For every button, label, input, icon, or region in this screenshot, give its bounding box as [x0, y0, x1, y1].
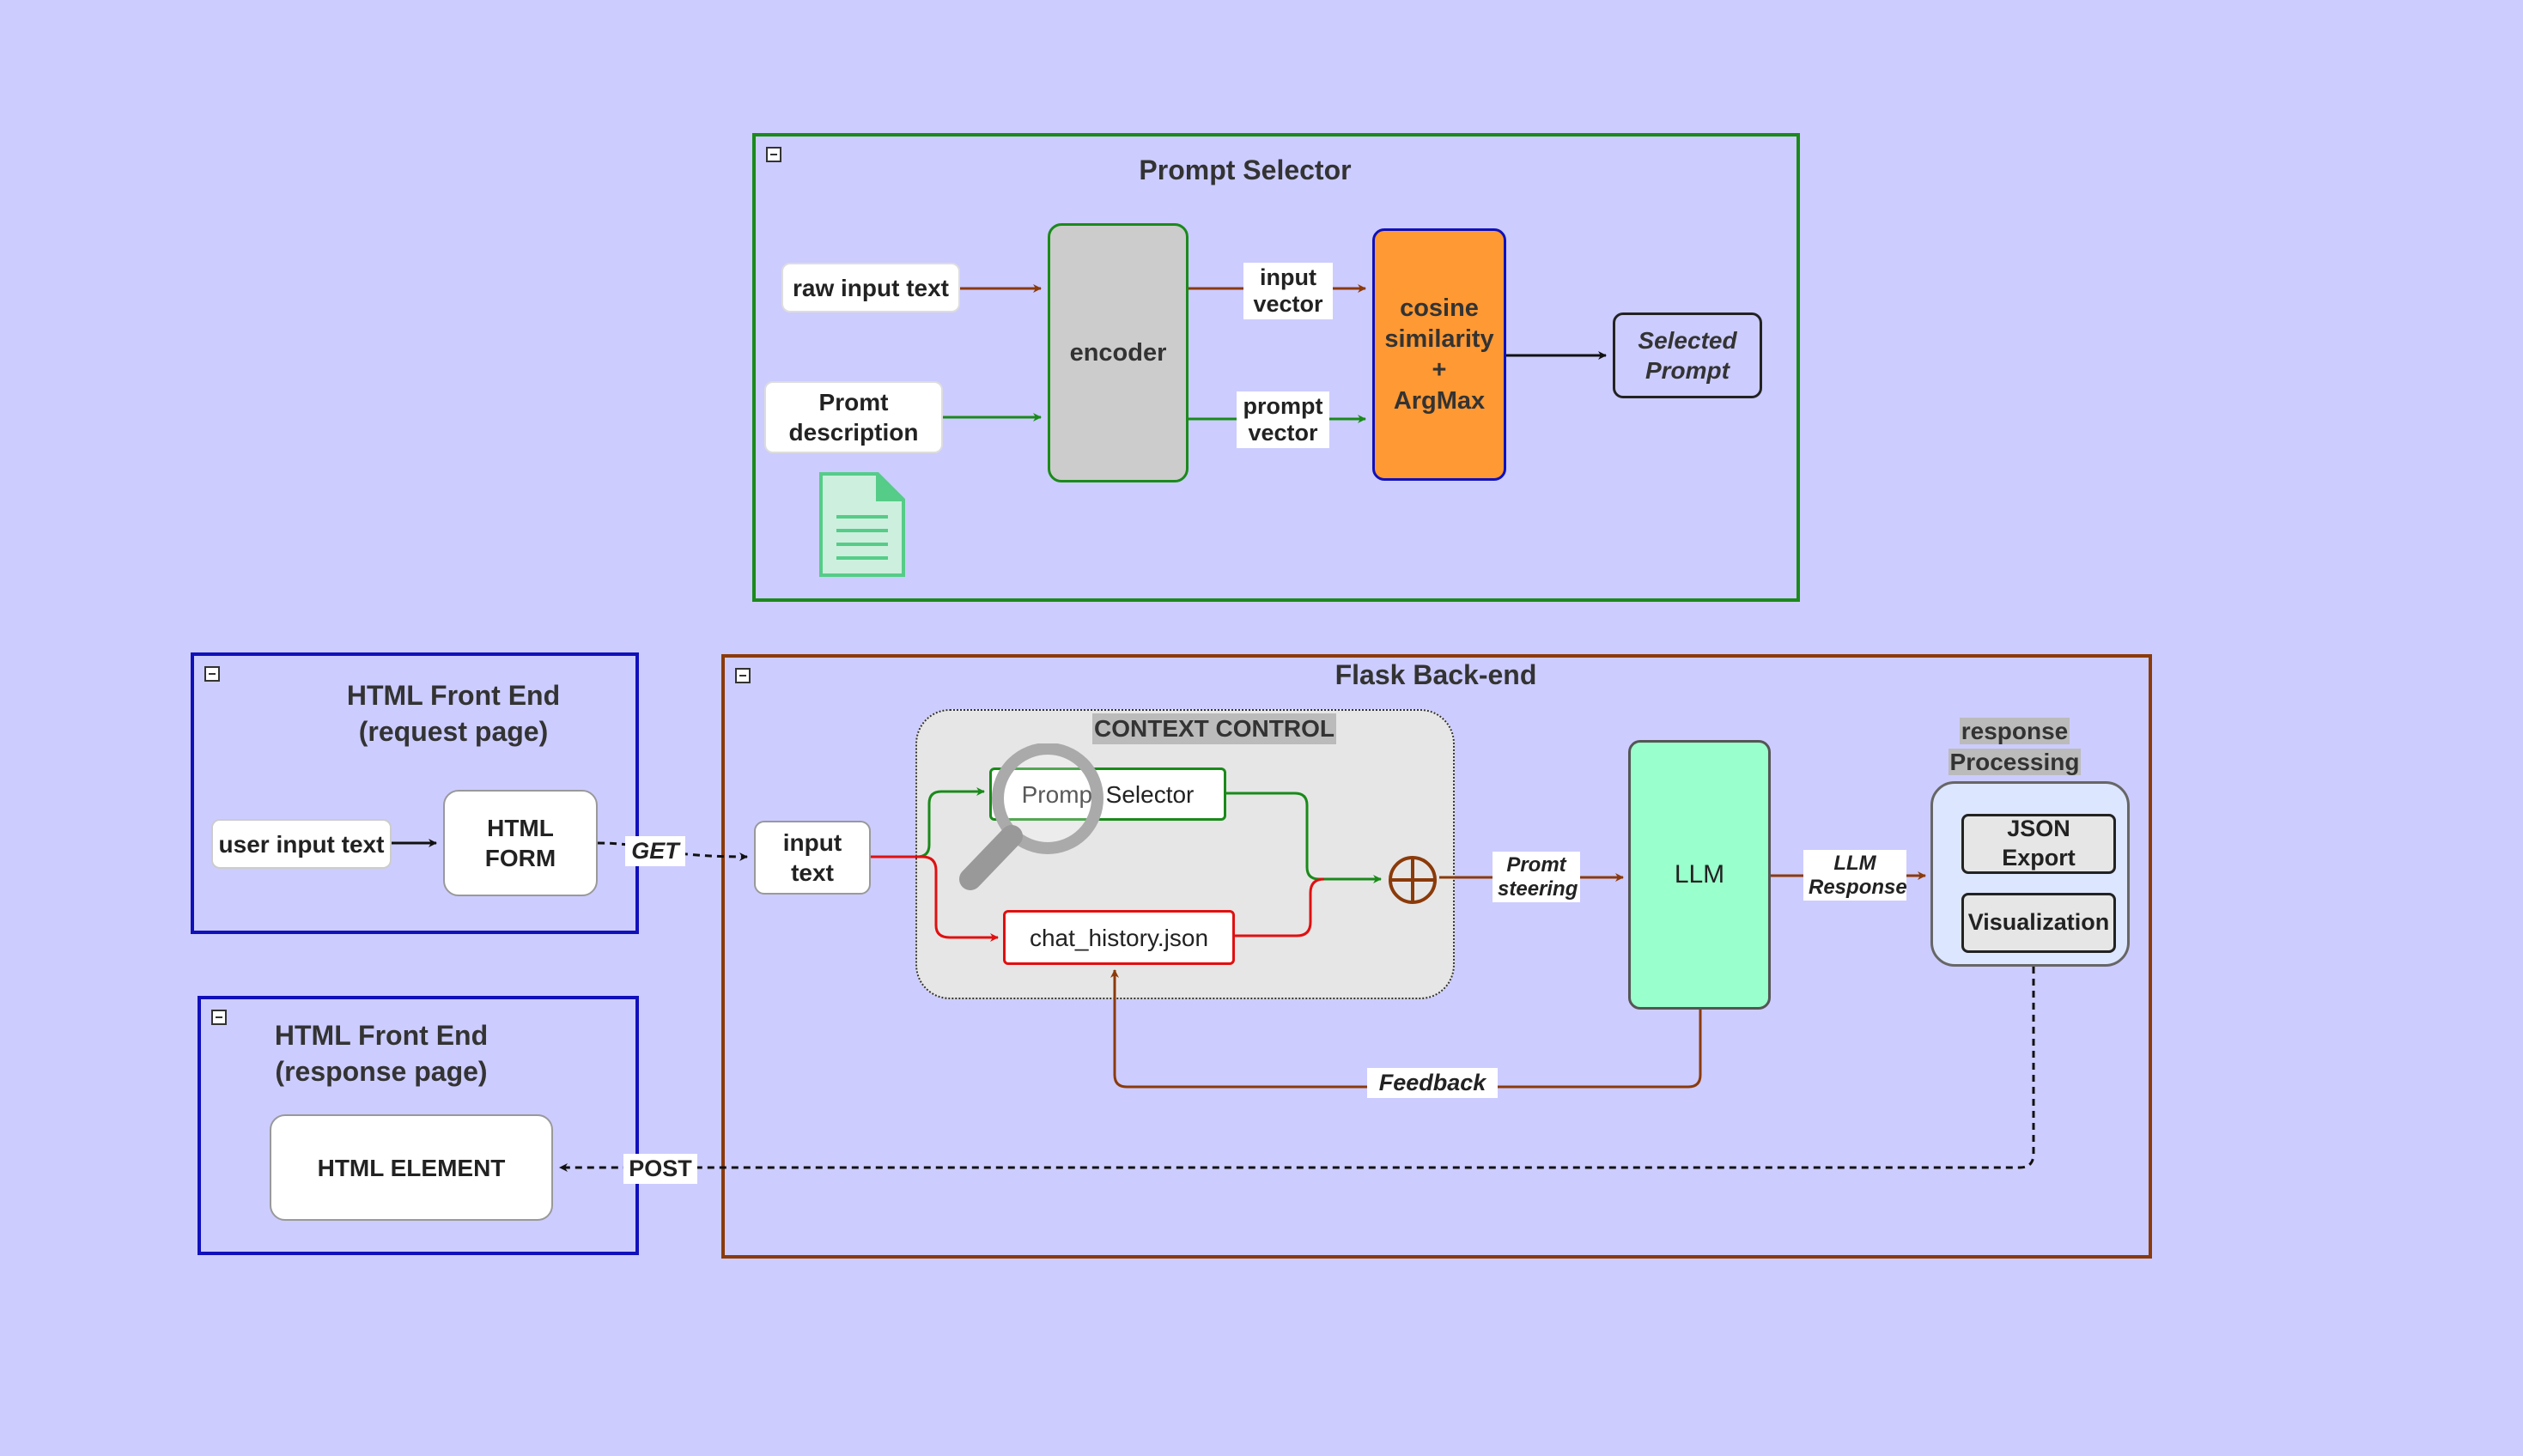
response-processing-label-2: Processing	[1948, 749, 2082, 775]
json-export-label-2: Export	[2002, 845, 2076, 871]
edge-input-to-prompt-selector	[871, 787, 985, 858]
promt-steering-label-1: Promt	[1506, 853, 1566, 877]
flask-backend-title: Flask Back-end	[1334, 659, 1537, 690]
input-text-label-1: input	[782, 829, 842, 856]
sum-operator-icon	[1389, 856, 1437, 904]
context-control-title: CONTEXT CONTROL	[1092, 713, 1336, 744]
cosine-label-2: similarity	[1384, 325, 1494, 353]
edge-input-to-chat-history	[871, 855, 999, 942]
frontend-response-title: HTML Front End (response page)	[244, 1018, 519, 1089]
frontend-response-title-1: HTML Front End	[274, 1020, 489, 1051]
promt-steering-label: Promt steering	[1493, 852, 1580, 903]
input-text-label-2: text	[791, 859, 834, 886]
prompt-selector-label: Prompt Selector	[1021, 780, 1195, 808]
llm-response-label: LLM Response	[1803, 850, 1907, 901]
prompt-vector-label-2: vector	[1248, 420, 1318, 446]
document-icon	[819, 472, 905, 577]
visualization-label: Visualization	[1967, 909, 2110, 936]
promt-steering-label-2: steering	[1498, 877, 1578, 901]
collapse-icon[interactable]	[735, 668, 751, 683]
cosine-label-4: ArgMax	[1393, 387, 1486, 416]
html-form-label-2: FORM	[484, 845, 556, 871]
prompt-description-label-2: description	[788, 419, 919, 446]
response-processing-label-1: response	[1959, 718, 2070, 744]
encoder-node: encoder	[1048, 223, 1189, 482]
collapse-icon[interactable]	[204, 666, 220, 682]
raw-input-text-node: raw input text	[781, 263, 960, 312]
prompt-description-label-1: Promt	[818, 389, 889, 416]
html-element-node[interactable]: HTML ELEMENT	[270, 1114, 553, 1221]
visualization-button[interactable]: Visualization	[1961, 893, 2116, 953]
prompt-vector-label-1: prompt	[1243, 393, 1323, 419]
prompt-selector-group	[752, 133, 1800, 602]
llm-label: LLM	[1674, 860, 1725, 889]
frontend-response-group	[198, 996, 639, 1255]
cosine-label-3: +	[1432, 356, 1447, 384]
input-vector-label-1: input	[1260, 264, 1316, 290]
collapse-icon[interactable]	[766, 147, 781, 162]
response-processing-title: response Processing	[1946, 716, 2083, 778]
input-text-node: input text	[754, 821, 871, 895]
chat-history-label: chat_history.json	[1029, 924, 1209, 951]
selected-prompt-label-1: Selected	[1638, 327, 1737, 354]
input-vector-label-2: vector	[1253, 291, 1323, 318]
frontend-request-group	[191, 652, 639, 934]
prompt-selector-node: Prompt Selector	[989, 767, 1226, 821]
cosine-label-1: cosine	[1400, 294, 1479, 322]
prompt-description-node: Promt description	[764, 381, 943, 453]
user-input-text-label: user input text	[218, 830, 385, 858]
post-label: POST	[623, 1154, 697, 1185]
input-vector-label: input vector	[1243, 263, 1333, 320]
raw-input-text-label: raw input text	[792, 274, 949, 301]
get-label: GET	[625, 836, 685, 867]
html-form-node[interactable]: HTML FORM	[443, 790, 598, 896]
prompt-vector-label: prompt vector	[1237, 391, 1329, 449]
frontend-request-title-1: HTML Front End	[346, 680, 561, 711]
chat-history-node: chat_history.json	[1003, 910, 1235, 965]
edge-prompt-selector-to-sum	[1226, 792, 1382, 883]
edge-chat-history-to-sum	[1235, 877, 1325, 937]
user-input-text-node: user input text	[211, 819, 392, 869]
encoder-label: encoder	[1069, 338, 1167, 367]
cosine-similarity-node: cosine similarity + ArgMax	[1372, 228, 1506, 481]
html-form-label-1: HTML	[487, 815, 554, 841]
llm-response-label-1: LLM	[1833, 852, 1876, 875]
llm-response-label-2: Response	[1809, 875, 1907, 899]
frontend-request-title-2: (request page)	[358, 715, 549, 747]
json-export-label-1: JSON	[2007, 816, 2070, 842]
frontend-request-title: HTML Front End (request page)	[316, 678, 591, 749]
search-icon	[959, 743, 1103, 890]
selected-prompt-label-2: Prompt	[1645, 357, 1730, 384]
flask-backend-group	[721, 654, 2152, 1259]
json-export-button[interactable]: JSON Export	[1961, 814, 2116, 874]
frontend-response-title-2: (response page)	[275, 1055, 488, 1087]
html-element-label: HTML ELEMENT	[317, 1154, 506, 1181]
feedback-label: Feedback	[1367, 1068, 1498, 1099]
collapse-icon[interactable]	[211, 1010, 227, 1025]
edge-post	[559, 967, 2035, 1172]
llm-node: LLM	[1628, 740, 1771, 1010]
prompt-selector-title: Prompt Selector	[1139, 155, 1352, 185]
selected-prompt-node: Selected Prompt	[1613, 312, 1762, 398]
